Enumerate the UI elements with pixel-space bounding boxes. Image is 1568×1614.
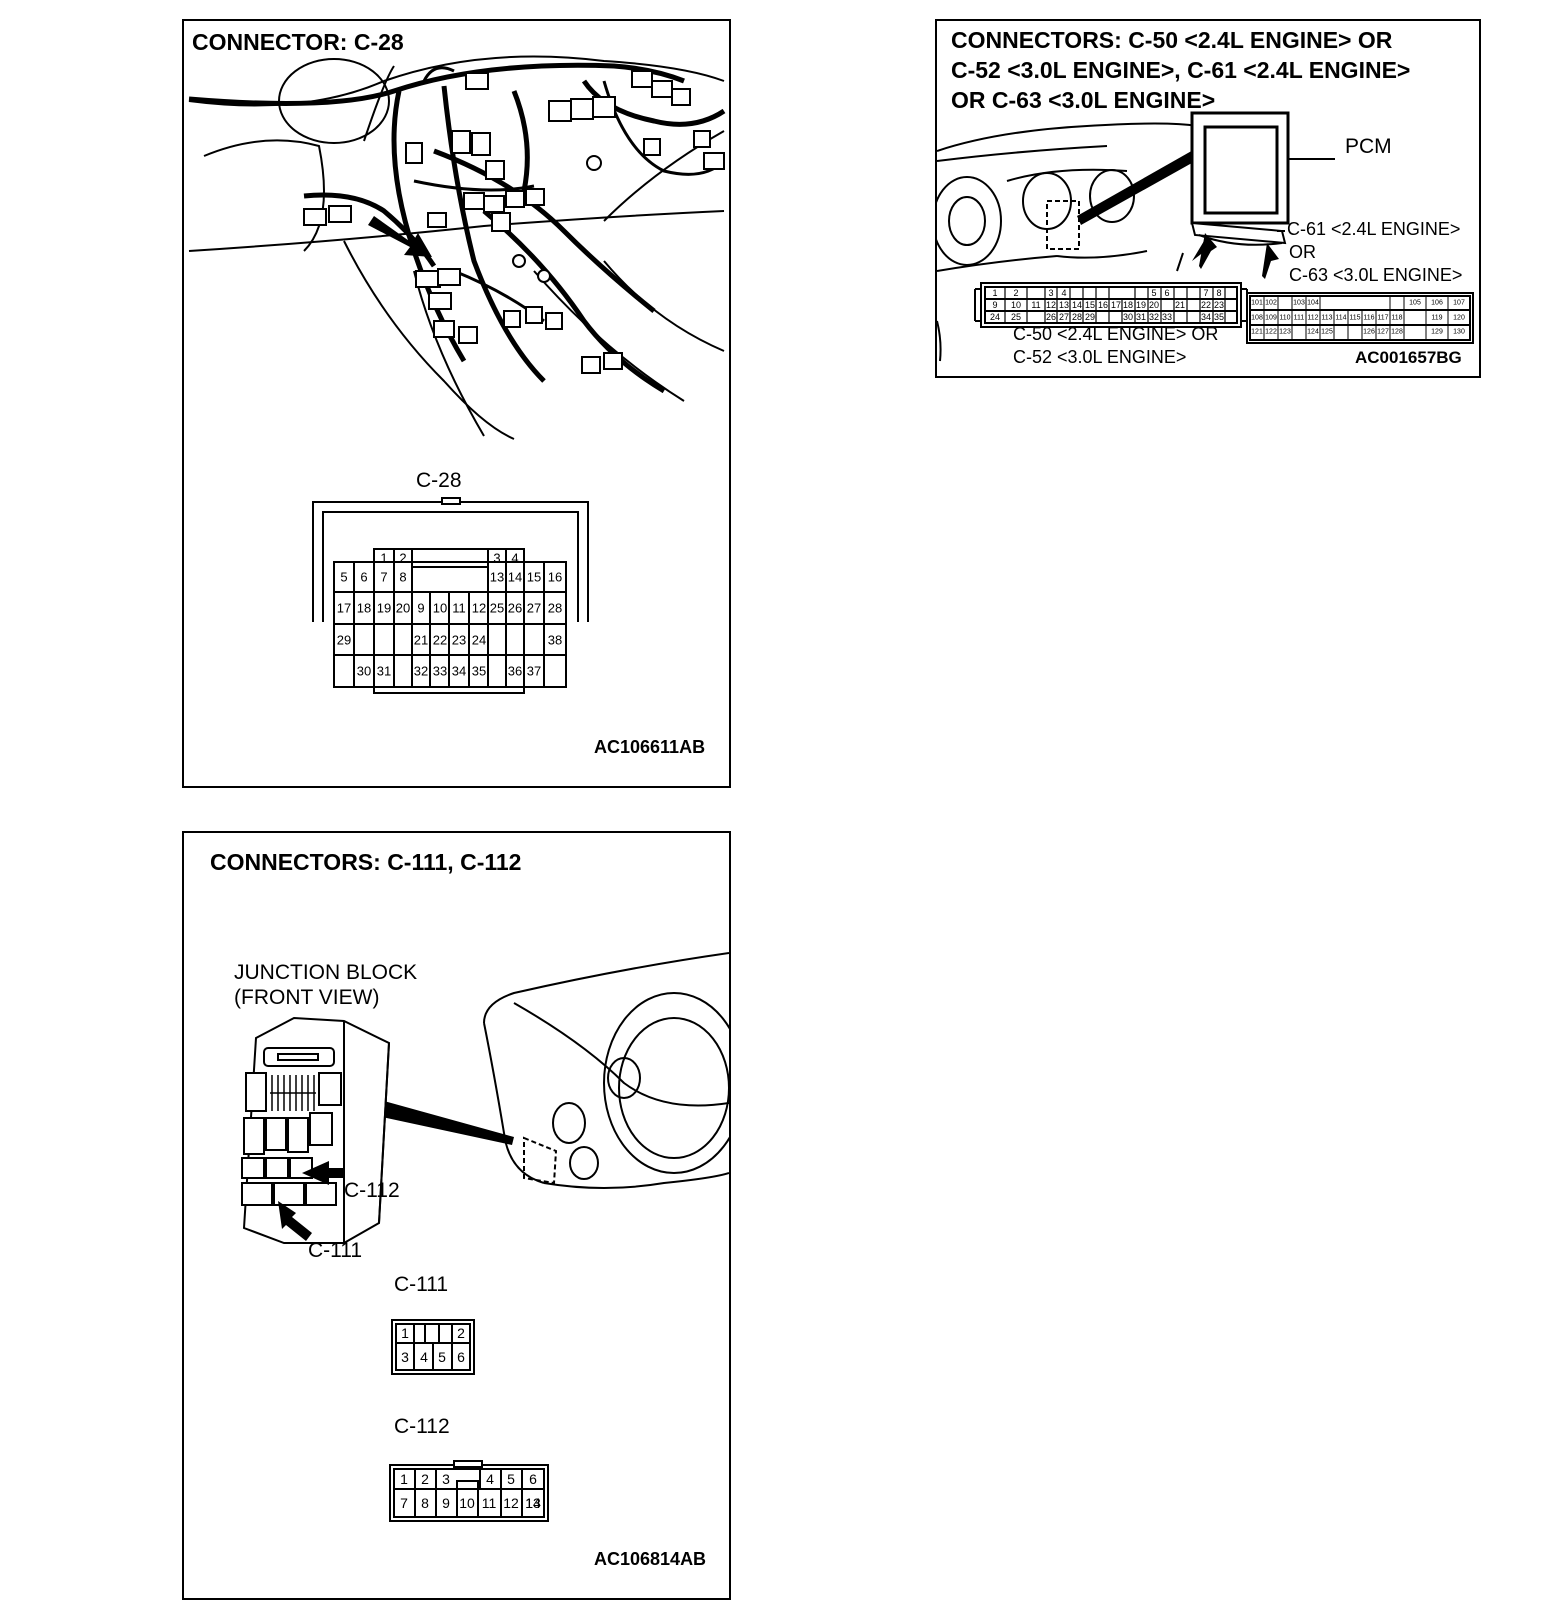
c50-title-line-3: OR C-63 <3.0L ENGINE> [951,87,1216,113]
c50-title-line-2: C-52 <3.0L ENGINE>, C-61 <2.4L ENGINE> [951,57,1411,83]
c28-connector-label: C-28 [416,469,462,492]
or-label: OR [1289,242,1316,262]
c61-connector-face [1246,292,1474,344]
c112-callout: C-112 [344,1179,400,1202]
c28-panel-title: CONNECTOR: C-28 [192,29,404,55]
pcm-label: PCM [1345,135,1392,158]
junction-block-label-2: (FRONT VIEW) [234,986,380,1009]
c50-title-line-1: CONNECTORS: C-50 <2.4L ENGINE> OR [951,27,1393,53]
c50-figure-code: AC001657BG [1355,348,1462,367]
c63-label: C-63 <3.0L ENGINE> [1289,265,1463,285]
c50-label-line-1: C-50 <2.4L ENGINE> OR [1013,324,1219,344]
c111-callout: C-111 [308,1239,363,1262]
c28-connector-face [312,497,589,694]
c111-c112-connector-faces [389,1319,549,1522]
junction-block-illustration [241,952,729,1244]
connector-c111-panel: CONNECTORS: C-111, C-112 JUNCTION BLOCK … [182,831,731,1600]
c111-figure-code: AC106814AB [594,1549,707,1569]
c111-panel-title: CONNECTORS: C-111, C-112 [210,849,522,875]
connector-c28-panel: CONNECTOR: C-28 [182,19,731,788]
c50-label-line-2: C-52 <3.0L ENGINE> [1013,347,1187,367]
c28-figure-code: AC106611AB [594,737,706,757]
c61-label: C-61 <2.4L ENGINE> [1287,219,1461,239]
c28-harness-illustration [188,55,726,440]
c50-connector-face [974,282,1248,328]
junction-block-label-1: JUNCTION BLOCK [234,961,418,984]
c112-connector-label: C-112 [394,1415,450,1438]
connector-c50-panel: CONNECTORS: C-50 <2.4L ENGINE> OR C-52 <… [935,19,1481,378]
c50-pcm-illustration [937,111,1335,362]
c111-connector-label: C-111 [394,1273,449,1296]
